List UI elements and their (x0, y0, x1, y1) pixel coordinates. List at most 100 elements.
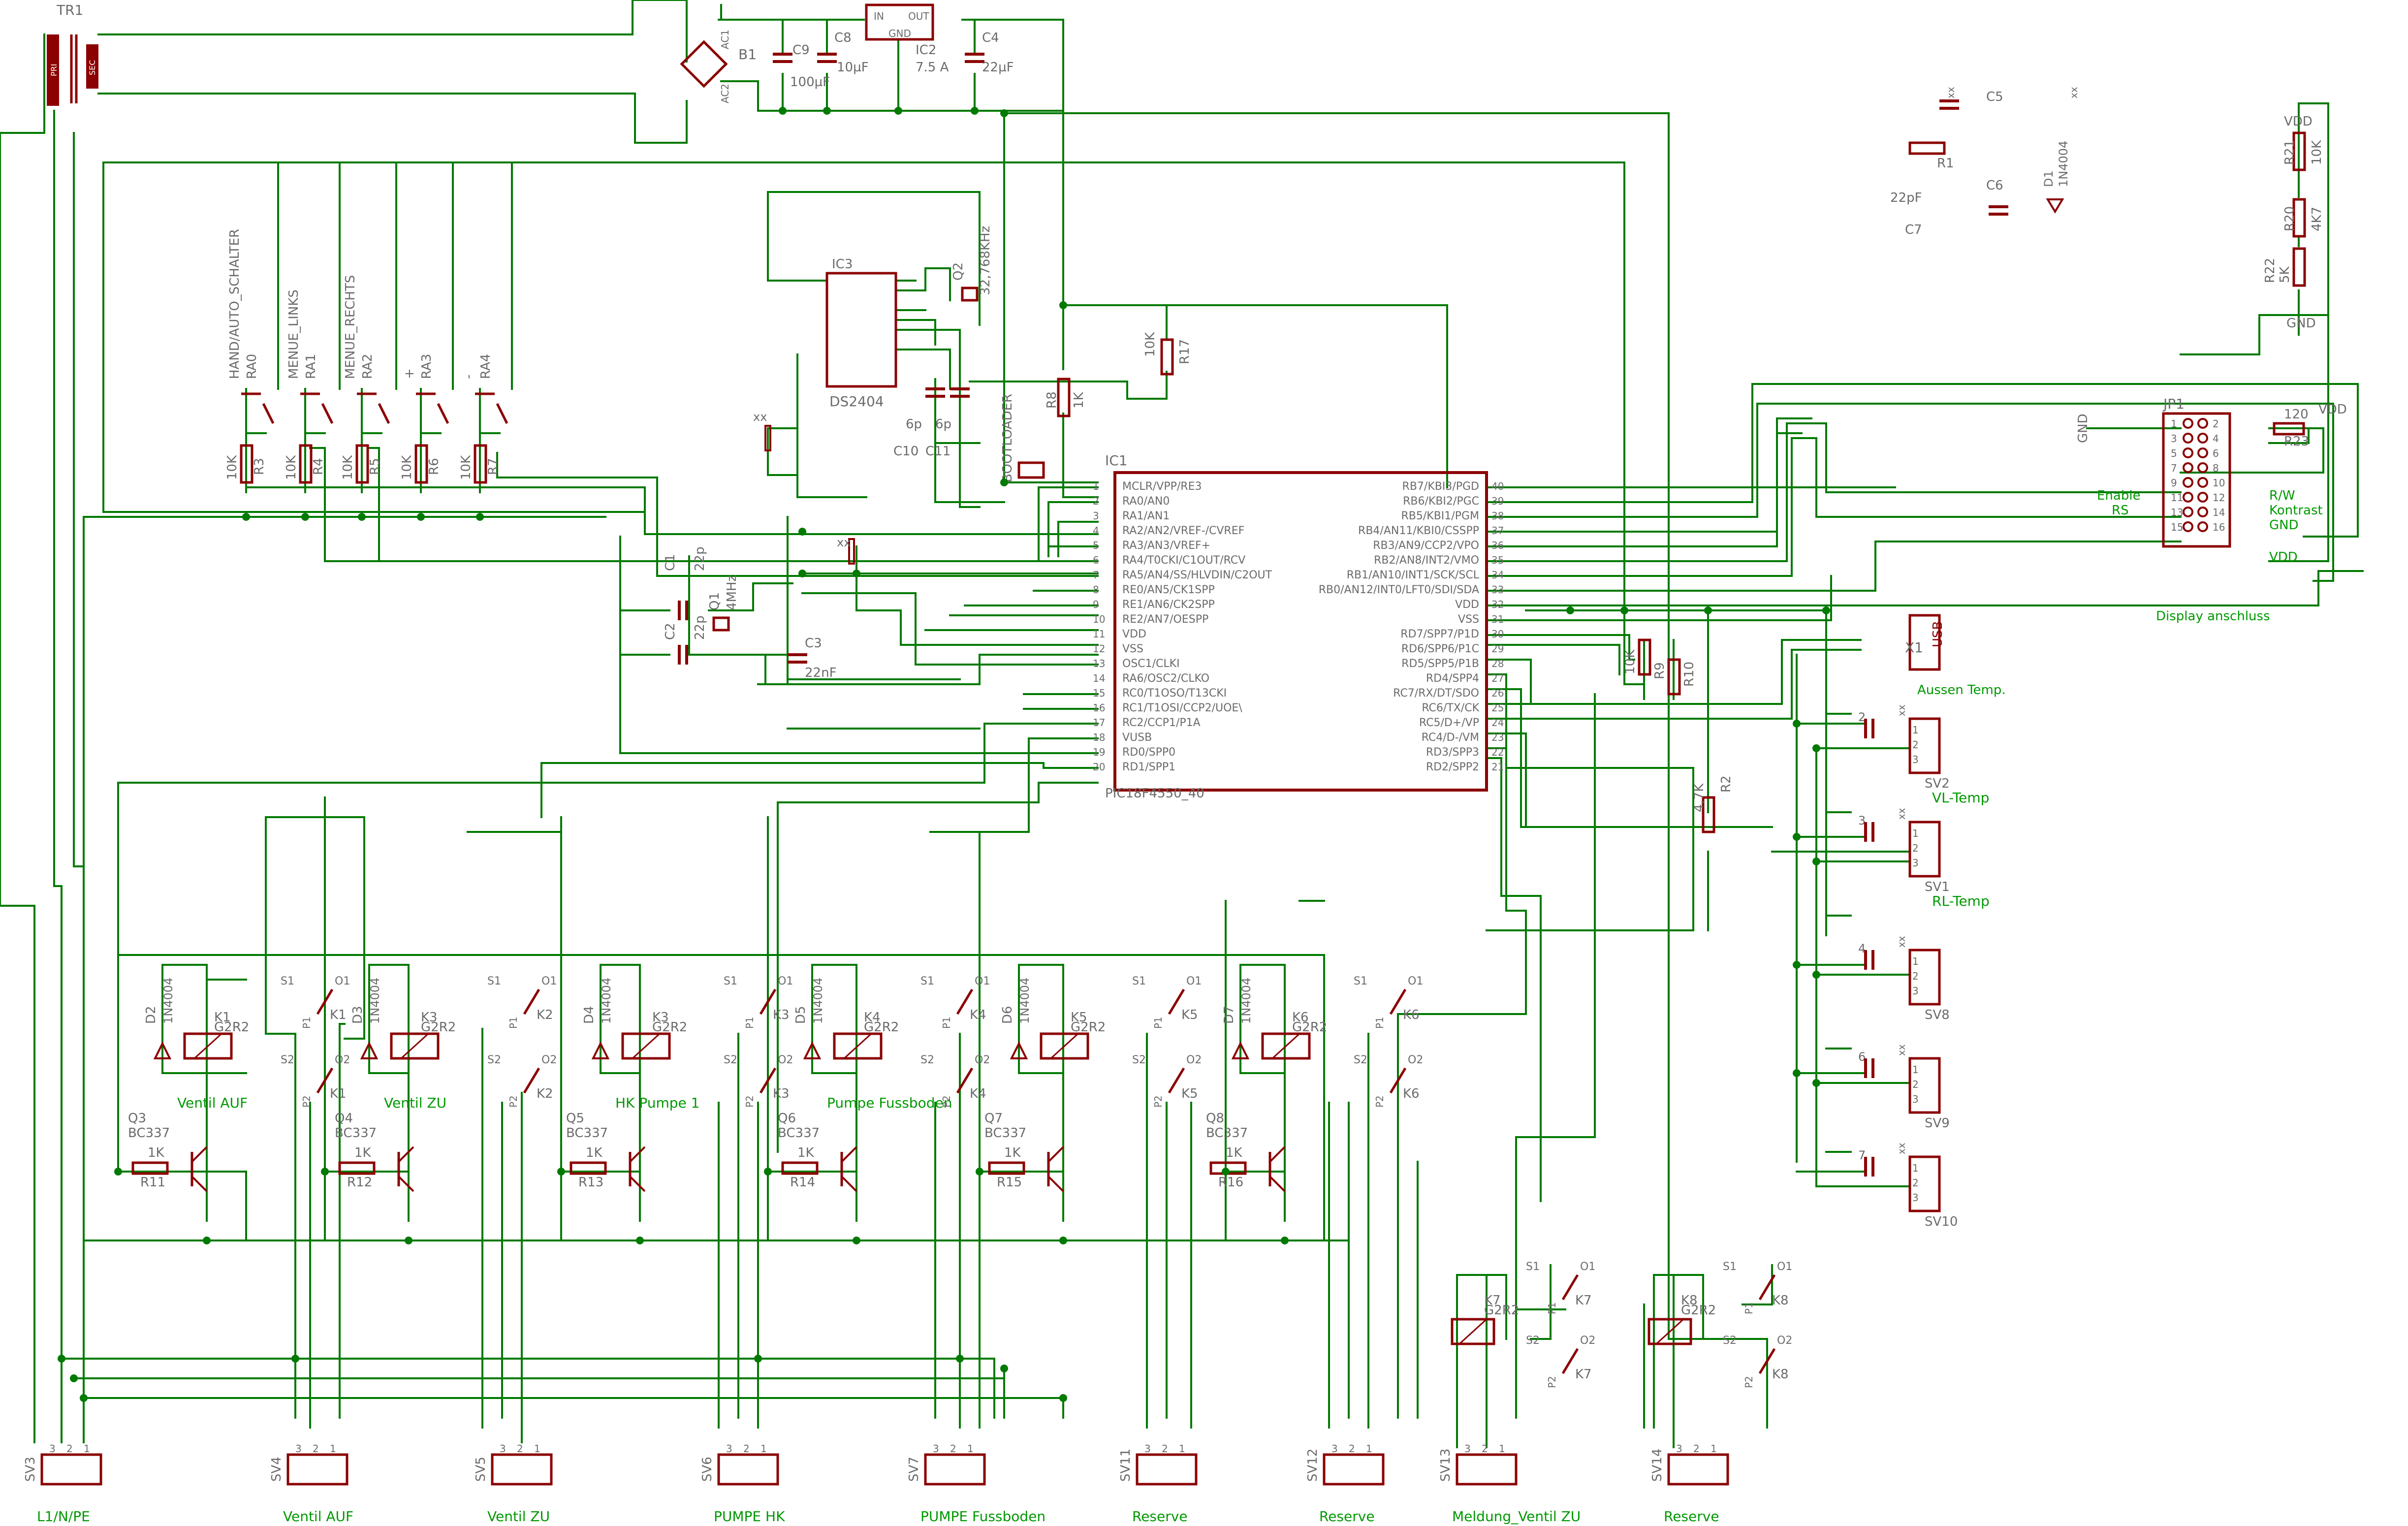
junction-dot (1059, 301, 1067, 309)
mcu-pin-number: 33 (1491, 584, 1504, 596)
mcu-pin-number: 8 (1093, 584, 1099, 596)
pin-number: 1 (1912, 1162, 1919, 1174)
pin-number: 2 (1912, 1177, 1919, 1189)
connector-caption: PUMPE HK (714, 1508, 785, 1525)
relay-coil (1451, 1318, 1495, 1345)
relay-type: G2R2 (864, 1020, 899, 1035)
junction-dot (1812, 1079, 1820, 1087)
diode-name: D5 (793, 1006, 808, 1024)
connector-name: SV14 (1650, 1449, 1665, 1482)
contact-blade (316, 988, 334, 1015)
mcu-pin-label: RA5/AN4/SS/HLVDIN/C2OUT (1122, 569, 1272, 581)
contact-blade (1168, 1067, 1185, 1094)
junction-dot (1793, 720, 1801, 728)
switch-pin: P1 (1546, 1302, 1558, 1314)
flyback-diode (591, 1041, 610, 1059)
switch-pin: O2 (335, 1054, 350, 1066)
switch-pin: S1 (724, 975, 737, 987)
junction-dot (301, 513, 309, 521)
svg-text:32,768KHz: 32,768KHz (978, 226, 993, 295)
mcu-pin-number: 1 (1093, 480, 1099, 492)
pin-number: 3 (295, 1443, 302, 1455)
base-resistor (570, 1161, 607, 1175)
base-resistor (338, 1161, 376, 1175)
mcu-pin-number: 31 (1491, 613, 1504, 625)
junction-dot (971, 107, 979, 115)
transformer-primary (47, 34, 59, 106)
pin-number: 2 (66, 1443, 73, 1455)
jp1-pin (2197, 492, 2208, 503)
pri-label: PRI (49, 64, 59, 76)
connector-body (1323, 1453, 1385, 1486)
mcu-pin-label: RE0/AN5/CK1SPP (1122, 584, 1215, 596)
connector-caption: Reserve (1319, 1508, 1375, 1525)
switch-pin: P1 (301, 1017, 313, 1029)
svg-text:VDD: VDD (2284, 114, 2313, 129)
connector-caption: Ventil ZU (487, 1508, 550, 1525)
relay-name: K7 (1484, 1293, 1501, 1308)
relay-name: K1 (214, 1010, 231, 1025)
connector-body (286, 1453, 349, 1486)
switch-pin: O1 (335, 975, 350, 987)
svg-text:xx: xx (837, 536, 851, 549)
contact-blade (1561, 1348, 1579, 1374)
mcu-pin-label: VSS (1458, 613, 1479, 626)
mcu-pin-number: 7 (1093, 569, 1099, 581)
svg-text:IC3: IC3 (832, 257, 853, 272)
connector-caption: PUMPE Fussboden (920, 1508, 1046, 1525)
coil-mark (1458, 1318, 1488, 1345)
mcu-pin-label: RC0/T1OSO/T13CKI (1122, 687, 1227, 699)
switch-label: - (461, 375, 476, 379)
svg-text:C9: C9 (792, 43, 810, 58)
connector-caption: L1/N/PE (37, 1508, 90, 1525)
connector-body (1136, 1453, 1198, 1486)
connector-name: SV10 (1925, 1214, 1958, 1229)
switch-pin: S1 (1132, 975, 1146, 987)
pin-number: 1 (1366, 1443, 1372, 1455)
pin-number: 1 (1912, 724, 1919, 736)
relay-name: K3 (421, 1010, 438, 1025)
switch-pin: O2 (541, 1054, 557, 1066)
svg-text:Kontrast: Kontrast (2269, 503, 2323, 518)
jp1-pin-number: 9 (2171, 477, 2177, 489)
jp1-pin (2183, 447, 2193, 458)
junction-dot (779, 107, 787, 115)
switch-pin: P2 (507, 1095, 519, 1108)
transistor-type: BC337 (1206, 1126, 1248, 1141)
contact-blade (523, 988, 540, 1015)
flyback-diode (1010, 1041, 1028, 1059)
switch-contact (496, 403, 508, 424)
connector-body (491, 1453, 553, 1486)
switch-pin: S1 (487, 975, 501, 987)
diode-name: D7 (1222, 1006, 1236, 1024)
pin-number: 2 (950, 1443, 956, 1455)
mcu-pin-label: RC2/CCP1/P1A (1122, 717, 1201, 729)
contact-name: K2 (537, 1086, 553, 1101)
connector-body (1908, 1155, 1941, 1212)
jp1-pin (2183, 462, 2193, 473)
transformer-label: TR1 (56, 2, 83, 18)
mcu-pin-number: 13 (1093, 658, 1105, 669)
switch-contact (378, 403, 390, 424)
switch-pin: S1 (1354, 975, 1367, 987)
mcu-pic18f4550: IC1 PIC18F4550_40 MCLR/VPP/RE31RA0/AN02R… (1093, 452, 1504, 801)
svg-text:C5: C5 (1986, 90, 2003, 104)
coil-mark (632, 1033, 661, 1059)
svg-text:VDD: VDD (2269, 550, 2298, 565)
diode-name: D4 (582, 1006, 597, 1024)
mcu-pin-number: 27 (1491, 672, 1504, 684)
switch-pin: O1 (1580, 1261, 1595, 1273)
relay-coil (1040, 1032, 1089, 1060)
contact-name: K5 (1181, 1008, 1198, 1022)
mcu-pin-number: 15 (1093, 687, 1105, 699)
resistor-value: 10K (284, 455, 299, 480)
